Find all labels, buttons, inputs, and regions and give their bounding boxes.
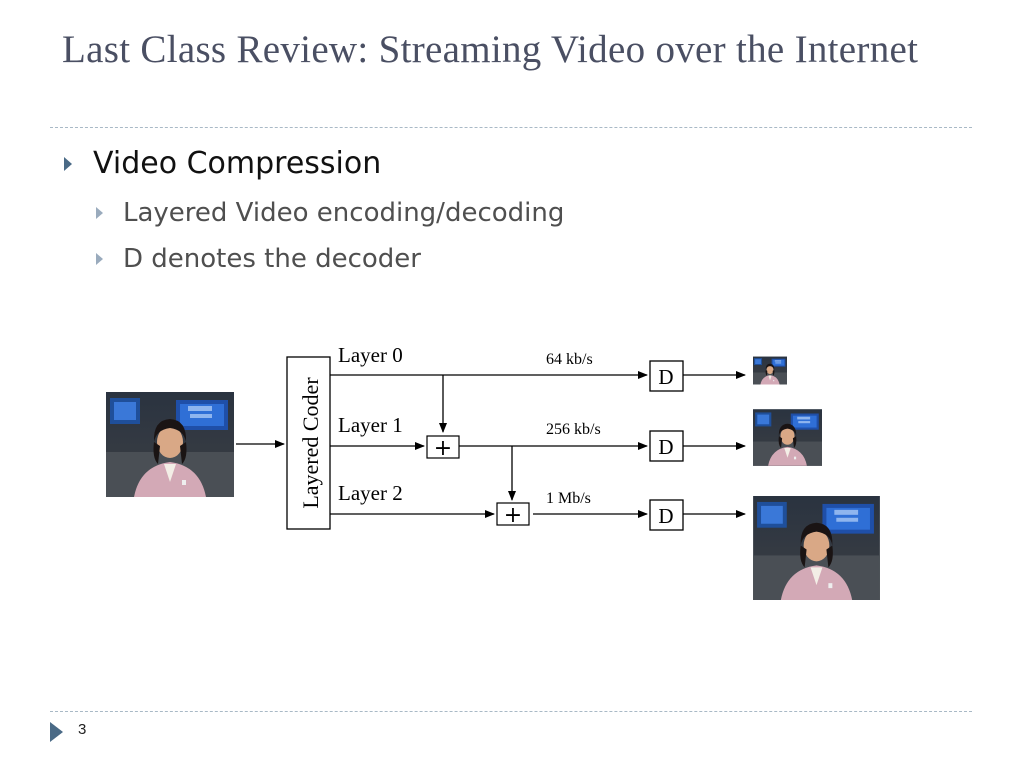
- footer-arrow-icon: [50, 722, 63, 742]
- sub-bullet-decoder: D denotes the decoder: [96, 244, 421, 274]
- decoder-0-label: D: [658, 365, 673, 389]
- adder-2: [496, 502, 530, 526]
- sub-bullet-text: D denotes the decoder: [123, 244, 421, 274]
- layer-0-label: Layer 0: [338, 343, 403, 367]
- sub-bullet-arrow-icon: [96, 207, 103, 219]
- bullet-text: Video Compression: [93, 146, 382, 181]
- output-frame-small: [753, 356, 787, 385]
- bullet-video-compression: Video Compression: [64, 146, 381, 181]
- rate-256kbps-label: 256 kb/s: [546, 421, 601, 438]
- input-video-frame: [106, 392, 234, 497]
- sub-bullet-text: Layered Video encoding/decoding: [123, 198, 565, 228]
- bullet-arrow-icon: [64, 156, 72, 171]
- title-divider: [50, 127, 972, 128]
- page-number: 3: [78, 721, 87, 738]
- footer-divider: [50, 711, 972, 712]
- sub-bullet-layered-video: Layered Video encoding/decoding: [96, 198, 564, 228]
- rate-1mbps-label: 1 Mb/s: [546, 490, 591, 507]
- layered-coder-box: [286, 356, 331, 530]
- layer-1-label: Layer 1: [338, 413, 403, 437]
- decoder-1-box: [649, 430, 684, 462]
- slide-title: Last Class Review: Streaming Video over …: [62, 28, 919, 71]
- rate-64kbps-label: 64 kb/s: [546, 351, 593, 368]
- decoder-0-box: [649, 360, 684, 392]
- output-frame-medium: [753, 409, 822, 466]
- decoder-2-box: [649, 499, 684, 531]
- output-frame-large: [753, 496, 880, 600]
- layer-2-label: Layer 2: [338, 481, 403, 505]
- decoder-1-label: D: [658, 435, 673, 459]
- adder-1: [426, 435, 460, 459]
- decoder-2-label: D: [658, 504, 673, 528]
- sub-bullet-arrow-icon: [96, 253, 103, 265]
- layered-coder-label: Layered Coder: [298, 377, 323, 509]
- adder-2-symbol: +: [504, 503, 522, 528]
- adder-1-symbol: +: [434, 436, 452, 461]
